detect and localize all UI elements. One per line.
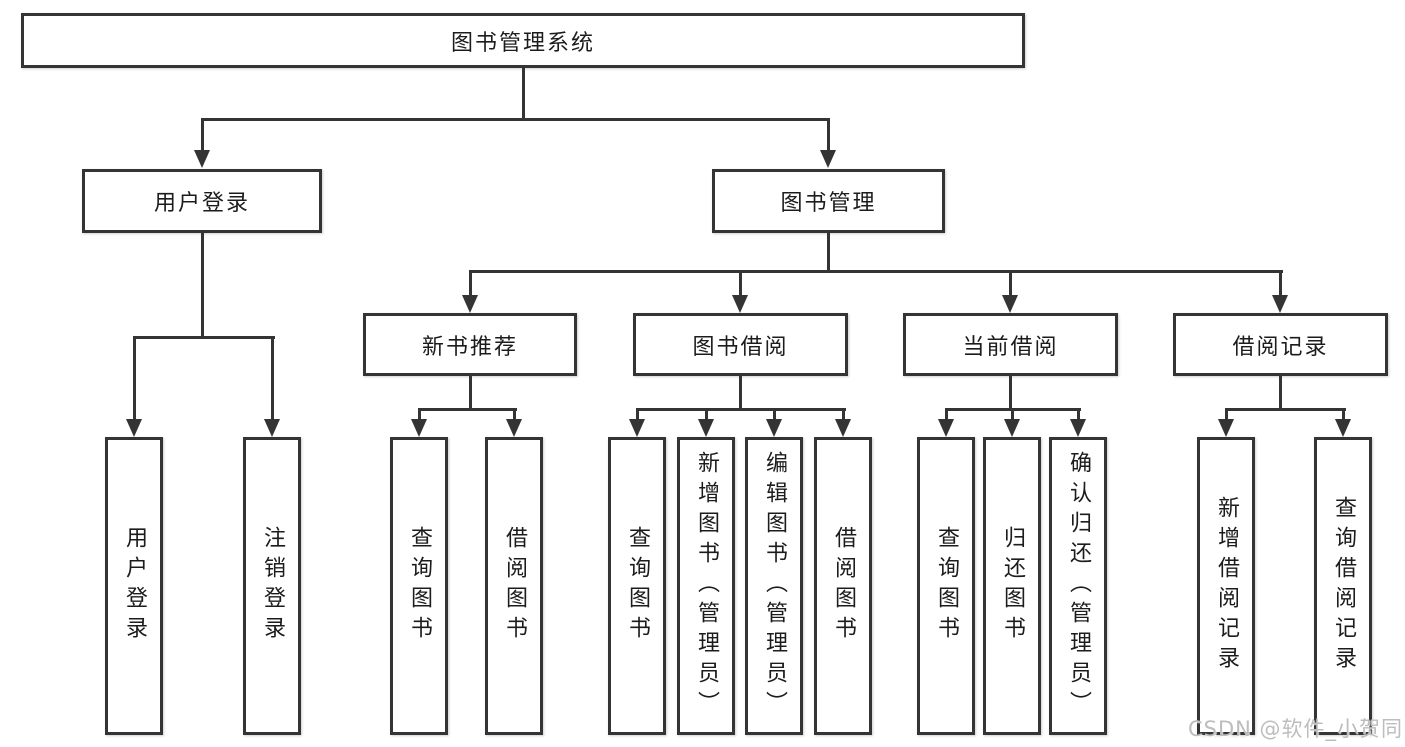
connector-book-borrow-drop-3 (773, 408, 776, 420)
connector-user-login-hbar (133, 336, 275, 339)
node-label: 图书管理系统 (450, 30, 595, 56)
node-current-borrowing: 当前借阅 (903, 313, 1118, 376)
leaf-edit-book-admin: 编辑图书（管理员） (745, 437, 803, 735)
connector-new-book-drop-1 (418, 408, 421, 420)
leaf-label: 借阅图书 (502, 526, 527, 646)
leaf-user-login: 用户登录 (105, 437, 163, 735)
node-label: 图书管理 (780, 191, 877, 216)
connector-new-book-stem (469, 376, 472, 410)
node-label: 图书借阅 (692, 334, 789, 360)
connector-book-borrow-stem (739, 376, 742, 410)
leaf-label: 注销登录 (260, 526, 285, 646)
connector-borrow-record-drop-1 (1225, 408, 1228, 420)
leaf-label: 归还图书 (1000, 526, 1025, 646)
connector-current-borrow-stem (1009, 376, 1012, 410)
connector-current-borrow-drop-3 (1077, 408, 1080, 420)
connector-book-borrow-drop-1 (636, 408, 639, 420)
arrowhead-book-borrowing (732, 295, 748, 313)
arrowhead-query-borrow-record (1335, 419, 1351, 437)
connector-book-mgmt-drop-2 (739, 270, 742, 296)
arrowhead-query-books-3 (938, 419, 954, 437)
leaf-label: 新增借阅记录 (1214, 496, 1239, 676)
node-book-borrowing: 图书借阅 (633, 313, 848, 376)
connector-current-borrow-drop-2 (1011, 408, 1014, 420)
leaf-label: 编辑图书（管理员） (762, 451, 787, 721)
connector-root-hbar (201, 118, 830, 121)
connector-book-mgmt-hbar (469, 270, 1283, 273)
arrowhead-book-management (820, 150, 836, 168)
leaf-query-books-2: 查询图书 (608, 437, 666, 735)
arrowhead-leaf-user-login (126, 419, 142, 437)
arrowhead-borrow-books-1 (506, 419, 522, 437)
leaf-logout: 注销登录 (243, 437, 301, 735)
leaf-return-books: 归还图书 (983, 437, 1041, 735)
leaf-label: 借阅图书 (831, 526, 856, 646)
connector-book-mgmt-drop-1 (469, 270, 472, 296)
leaf-query-borrow-record: 查询借阅记录 (1314, 437, 1372, 735)
node-library-management-system: 图书管理系统 (21, 13, 1025, 68)
connector-user-login-stem (201, 233, 204, 338)
connector-book-borrow-drop-2 (705, 408, 708, 420)
leaf-label: 查询借阅记录 (1331, 496, 1356, 676)
arrowhead-add-book-admin (698, 419, 714, 437)
connector-book-mgmt-drop-4 (1279, 270, 1282, 296)
arrowhead-leaf-logout (264, 419, 280, 437)
csdn-watermark: CSDN @软件_小贺同学 (1188, 717, 1404, 741)
arrowhead-return-books (1004, 419, 1020, 437)
arrowhead-user-login (194, 150, 210, 168)
leaf-confirm-return-admin: 确认归还（管理员） (1049, 437, 1107, 735)
connector-book-borrow-drop-4 (842, 408, 845, 420)
node-label: 用户登录 (153, 191, 250, 216)
connector-book-mgmt-stem (827, 233, 830, 273)
connector-user-login-drop-2 (271, 336, 274, 420)
connector-borrow-record-drop-2 (1342, 408, 1345, 420)
connector-book-mgmt-drop-3 (1009, 270, 1012, 296)
connector-borrow-record-hbar (1225, 408, 1346, 411)
connector-root-drop-left (201, 118, 204, 152)
leaf-label: 确认归还（管理员） (1066, 451, 1091, 721)
connector-new-book-hbar (418, 408, 517, 411)
connector-root-stem (522, 68, 525, 120)
connector-borrow-record-stem (1279, 376, 1282, 410)
leaf-query-books-3: 查询图书 (917, 437, 975, 735)
arrowhead-borrow-books-2 (835, 419, 851, 437)
connector-user-login-drop-1 (133, 336, 136, 420)
leaf-label: 查询图书 (934, 526, 959, 646)
arrowhead-confirm-return-admin (1070, 419, 1086, 437)
node-label: 当前借阅 (962, 334, 1059, 360)
leaf-borrow-books-1: 借阅图书 (485, 437, 543, 735)
leaf-borrow-books-2: 借阅图书 (814, 437, 872, 735)
connector-current-borrow-drop-1 (945, 408, 948, 420)
node-label: 借阅记录 (1232, 334, 1329, 360)
node-label: 新书推荐 (421, 334, 518, 360)
arrowhead-borrowing-records (1272, 295, 1288, 313)
connector-root-drop-right (827, 118, 830, 152)
leaf-label: 查询图书 (407, 526, 432, 646)
arrowhead-query-books-1 (411, 419, 427, 437)
leaf-query-books-1: 查询图书 (390, 437, 448, 735)
node-book-management: 图书管理 (712, 169, 945, 233)
leaf-add-book-admin: 新增图书（管理员） (677, 437, 735, 735)
arrowhead-query-books-2 (629, 419, 645, 437)
node-borrowing-records: 借阅记录 (1173, 313, 1388, 376)
arrowhead-add-borrow-record (1218, 419, 1234, 437)
connector-book-borrow-hbar (636, 408, 846, 411)
leaf-label: 用户登录 (122, 526, 147, 646)
arrowhead-edit-book-admin (766, 419, 782, 437)
leaf-add-borrow-record: 新增借阅记录 (1197, 437, 1255, 735)
leaf-label: 查询图书 (625, 526, 650, 646)
arrowhead-current-borrowing (1002, 295, 1018, 313)
connector-new-book-drop-2 (513, 408, 516, 420)
node-user-login: 用户登录 (82, 169, 322, 233)
leaf-label: 新增图书（管理员） (694, 451, 719, 721)
arrowhead-new-book-recommendation (462, 295, 478, 313)
node-new-book-recommendation: 新书推荐 (363, 313, 577, 376)
